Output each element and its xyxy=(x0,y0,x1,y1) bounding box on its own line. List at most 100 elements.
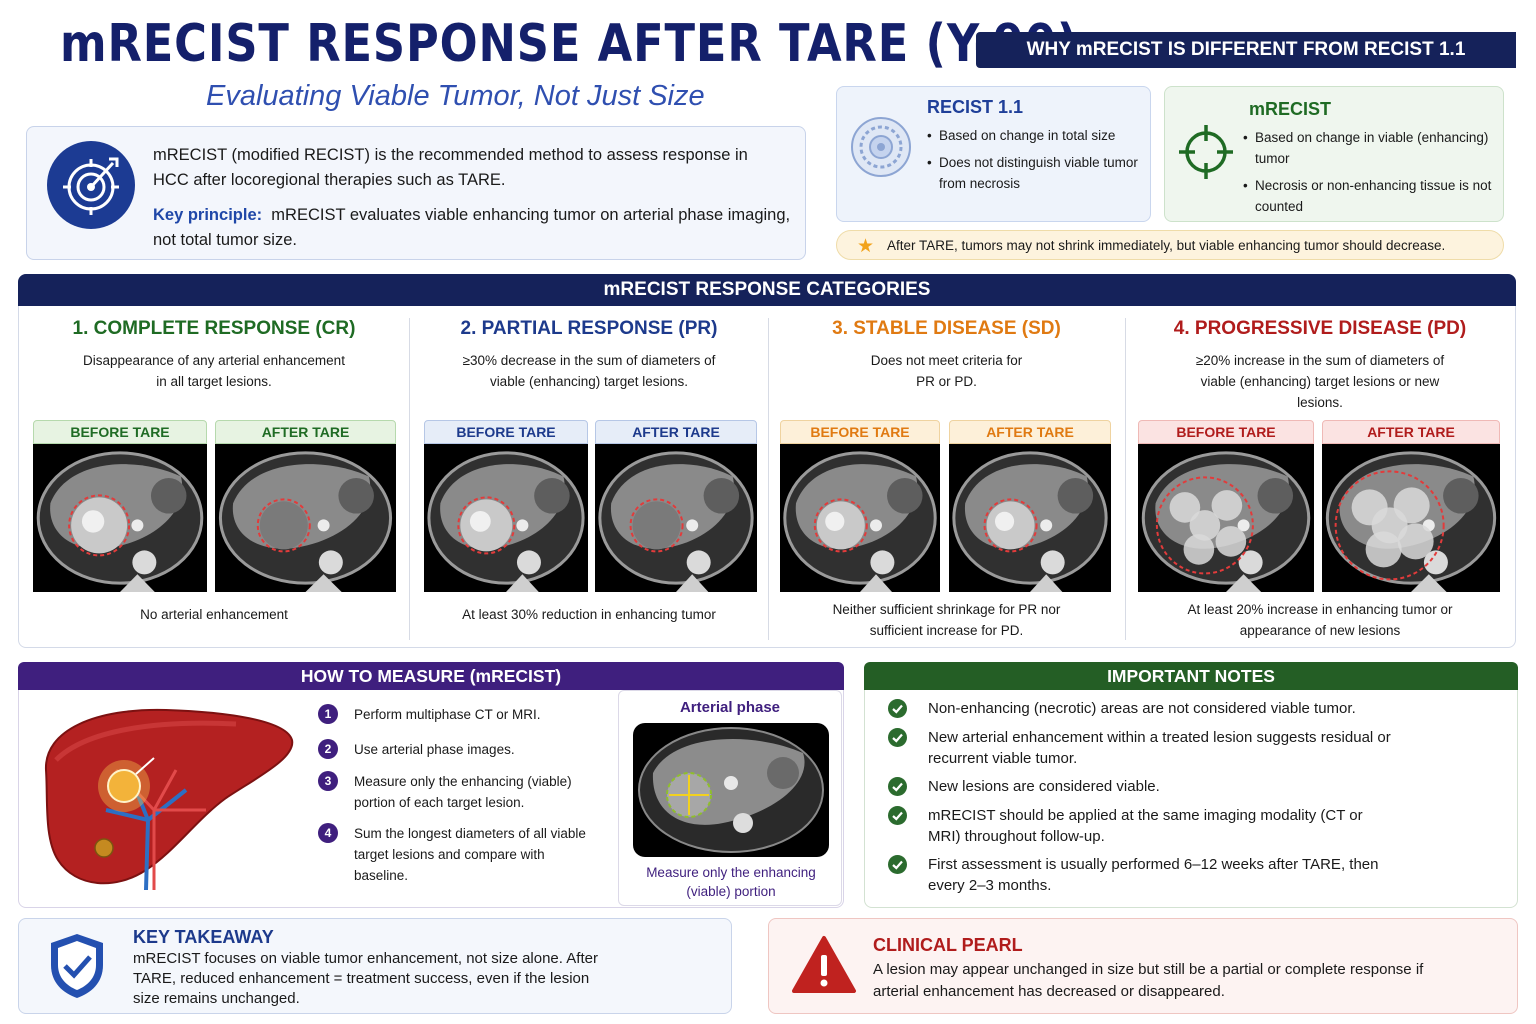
arterial-phase-scan xyxy=(633,723,829,857)
category-title: 2. PARTIAL RESPONSE (PR) xyxy=(460,318,718,339)
how-to-measure-heading: HOW TO MEASURE (mRECIST) xyxy=(18,662,844,690)
note-item: mRECIST should be applied at the same im… xyxy=(888,805,1488,847)
step-number: 4 xyxy=(318,823,338,843)
divider xyxy=(1125,318,1126,640)
category-partial-response: 2. PARTIAL RESPONSE (PR) ≥30% decrease i… xyxy=(410,306,768,646)
category-complete-response: 1. COMPLETE RESPONSE (CR) Disappearance … xyxy=(20,306,408,646)
tare-note: ★ After TARE, tumors may not shrink imme… xyxy=(836,230,1504,260)
category-caption: No arterial enhancement xyxy=(140,607,288,622)
category-title: 1. COMPLETE RESPONSE (CR) xyxy=(72,318,356,339)
key-takeaway-text: mRECIST focuses on viable tumor enhancem… xyxy=(133,950,598,1007)
check-circle-icon xyxy=(888,777,907,796)
category-caption: At least 30% reduction in enhancing tumo… xyxy=(462,607,716,622)
page-title: mRECIST RESPONSE AFTER TARE (Y-90) xyxy=(60,14,1079,74)
recist-card: RECIST 1.1 Based on change in total size… xyxy=(836,86,1151,222)
after-label: AFTER TARE xyxy=(1322,420,1500,444)
ct-scan-after xyxy=(595,444,757,592)
clinical-pearl-panel: CLINICAL PEARL A lesion may appear uncha… xyxy=(768,918,1518,1014)
check-circle-icon xyxy=(888,855,907,874)
warning-icon xyxy=(791,935,857,1000)
clinical-pearl-title: CLINICAL PEARL xyxy=(873,935,1023,955)
ct-scan-after xyxy=(949,444,1111,592)
intro-text: mRECIST (modified RECIST) is the recomme… xyxy=(153,146,748,189)
measure-step: 4 Sum the longest diameters of all viabl… xyxy=(318,823,588,886)
key-principle: Key principle: mRECIST evaluates viable … xyxy=(153,203,793,253)
key-takeaway-panel: KEY TAKEAWAY mRECIST focuses on viable t… xyxy=(18,918,732,1014)
key-principle-label: Key principle: xyxy=(153,206,263,224)
ct-scan-graphic xyxy=(427,451,585,592)
divider xyxy=(768,318,769,640)
measure-step: 1 Perform multiphase CT or MRI. xyxy=(318,704,588,725)
ct-scan-graphic xyxy=(783,451,937,592)
arterial-phase-panel: Arterial phase Measure only the enhancin… xyxy=(618,690,842,906)
after-label: AFTER TARE xyxy=(595,420,757,444)
measure-step: 3 Measure only the enhancing (viable) po… xyxy=(318,771,588,813)
before-label: BEFORE TARE xyxy=(33,420,207,444)
mrecist-title: mRECIST xyxy=(1249,99,1332,119)
ct-scan-graphic xyxy=(218,451,393,592)
measure-step: 2 Use arterial phase images. xyxy=(318,739,588,760)
list-item: Does not distinguish viable tumor from n… xyxy=(927,152,1141,194)
note-item: New arterial enhancement within a treate… xyxy=(888,727,1488,769)
before-label: BEFORE TARE xyxy=(1138,420,1314,444)
after-label: AFTER TARE xyxy=(215,420,396,444)
ct-scan-graphic xyxy=(952,451,1108,592)
ct-scan-after xyxy=(1322,444,1500,592)
liver-illustration xyxy=(36,700,298,895)
ct-scan-graphic xyxy=(1325,451,1497,592)
check-circle-icon xyxy=(888,699,907,718)
ct-scan-before xyxy=(780,444,940,592)
step-text: Perform multiphase CT or MRI. xyxy=(354,707,541,722)
ct-scan-after xyxy=(215,444,396,592)
list-item: Based on change in total size xyxy=(927,125,1141,146)
step-number: 3 xyxy=(318,771,338,791)
step-number: 1 xyxy=(318,704,338,724)
note-text: mRECIST should be applied at the same im… xyxy=(928,807,1363,845)
ct-scan-before xyxy=(1138,444,1314,592)
note-text: New lesions are considered viable. xyxy=(928,778,1160,795)
note-item: New lesions are considered viable. xyxy=(888,776,1488,797)
key-principle-text: mRECIST evaluates viable enhancing tumor… xyxy=(153,206,791,249)
check-circle-icon xyxy=(888,806,907,825)
category-caption: Neither sufficient shrinkage for PR nor … xyxy=(832,602,1061,638)
category-progressive-disease: 4. PROGRESSIVE DISEASE (PD) ≥20% increas… xyxy=(1126,306,1514,646)
note-text: New arterial enhancement within a treate… xyxy=(928,729,1391,767)
category-caption: At least 20% increase in enhancing tumor… xyxy=(1187,602,1453,638)
clinical-pearl-text: A lesion may appear unchanged in size bu… xyxy=(873,961,1424,1000)
key-takeaway-title: KEY TAKEAWAY xyxy=(133,927,274,947)
after-label: AFTER TARE xyxy=(949,420,1111,444)
star-icon: ★ xyxy=(857,236,875,257)
crosshair-icon xyxy=(1177,123,1235,186)
ct-scan-graphic xyxy=(598,451,754,592)
categories-heading: mRECIST RESPONSE CATEGORIES xyxy=(18,274,1516,306)
list-item: Necrosis or non-enhancing tissue is not … xyxy=(1243,175,1499,217)
note-item: First assessment is usually performed 6–… xyxy=(888,854,1488,896)
category-description: Disappearance of any arterial enhancemen… xyxy=(83,353,345,389)
important-notes-heading: IMPORTANT NOTES xyxy=(864,662,1518,690)
recist-title: RECIST 1.1 xyxy=(927,97,1024,117)
category-description: ≥20% increase in the sum of diameters of… xyxy=(1195,353,1445,410)
arterial-phase-title: Arterial phase xyxy=(679,699,781,716)
mrecist-points: Based on change in viable (enhancing) tu… xyxy=(1243,127,1499,223)
page-subtitle: Evaluating Viable Tumor, Not Just Size xyxy=(206,80,705,112)
recist-icon xyxy=(849,115,913,184)
category-title: 3. STABLE DISEASE (SD) xyxy=(832,318,1061,339)
ct-scan-before xyxy=(424,444,588,592)
category-title: 4. PROGRESSIVE DISEASE (PD) xyxy=(1173,318,1467,339)
list-item: Based on change in viable (enhancing) tu… xyxy=(1243,127,1499,169)
step-text: Sum the longest diameters of all viable … xyxy=(354,826,586,883)
tare-note-text: After TARE, tumors may not shrink immedi… xyxy=(887,237,1446,253)
category-description: Does not meet criteria for PR or PD. xyxy=(870,353,1023,389)
note-text: Non-enhancing (necrotic) areas are not c… xyxy=(928,700,1356,717)
why-different-heading: WHY mRECIST IS DIFFERENT FROM RECIST 1.1 xyxy=(976,32,1516,68)
note-text: First assessment is usually performed 6–… xyxy=(928,856,1379,894)
category-stable-disease: 3. STABLE DISEASE (SD) Does not meet cri… xyxy=(769,306,1124,646)
check-circle-icon xyxy=(888,728,907,747)
divider xyxy=(409,318,410,640)
recist-points: Based on change in total size Does not d… xyxy=(927,125,1141,200)
mrecist-card: mRECIST Based on change in viable (enhan… xyxy=(1164,86,1504,222)
shield-check-icon xyxy=(45,931,109,1006)
target-icon xyxy=(47,141,135,229)
ct-scan-before xyxy=(33,444,207,592)
before-label: BEFORE TARE xyxy=(424,420,588,444)
